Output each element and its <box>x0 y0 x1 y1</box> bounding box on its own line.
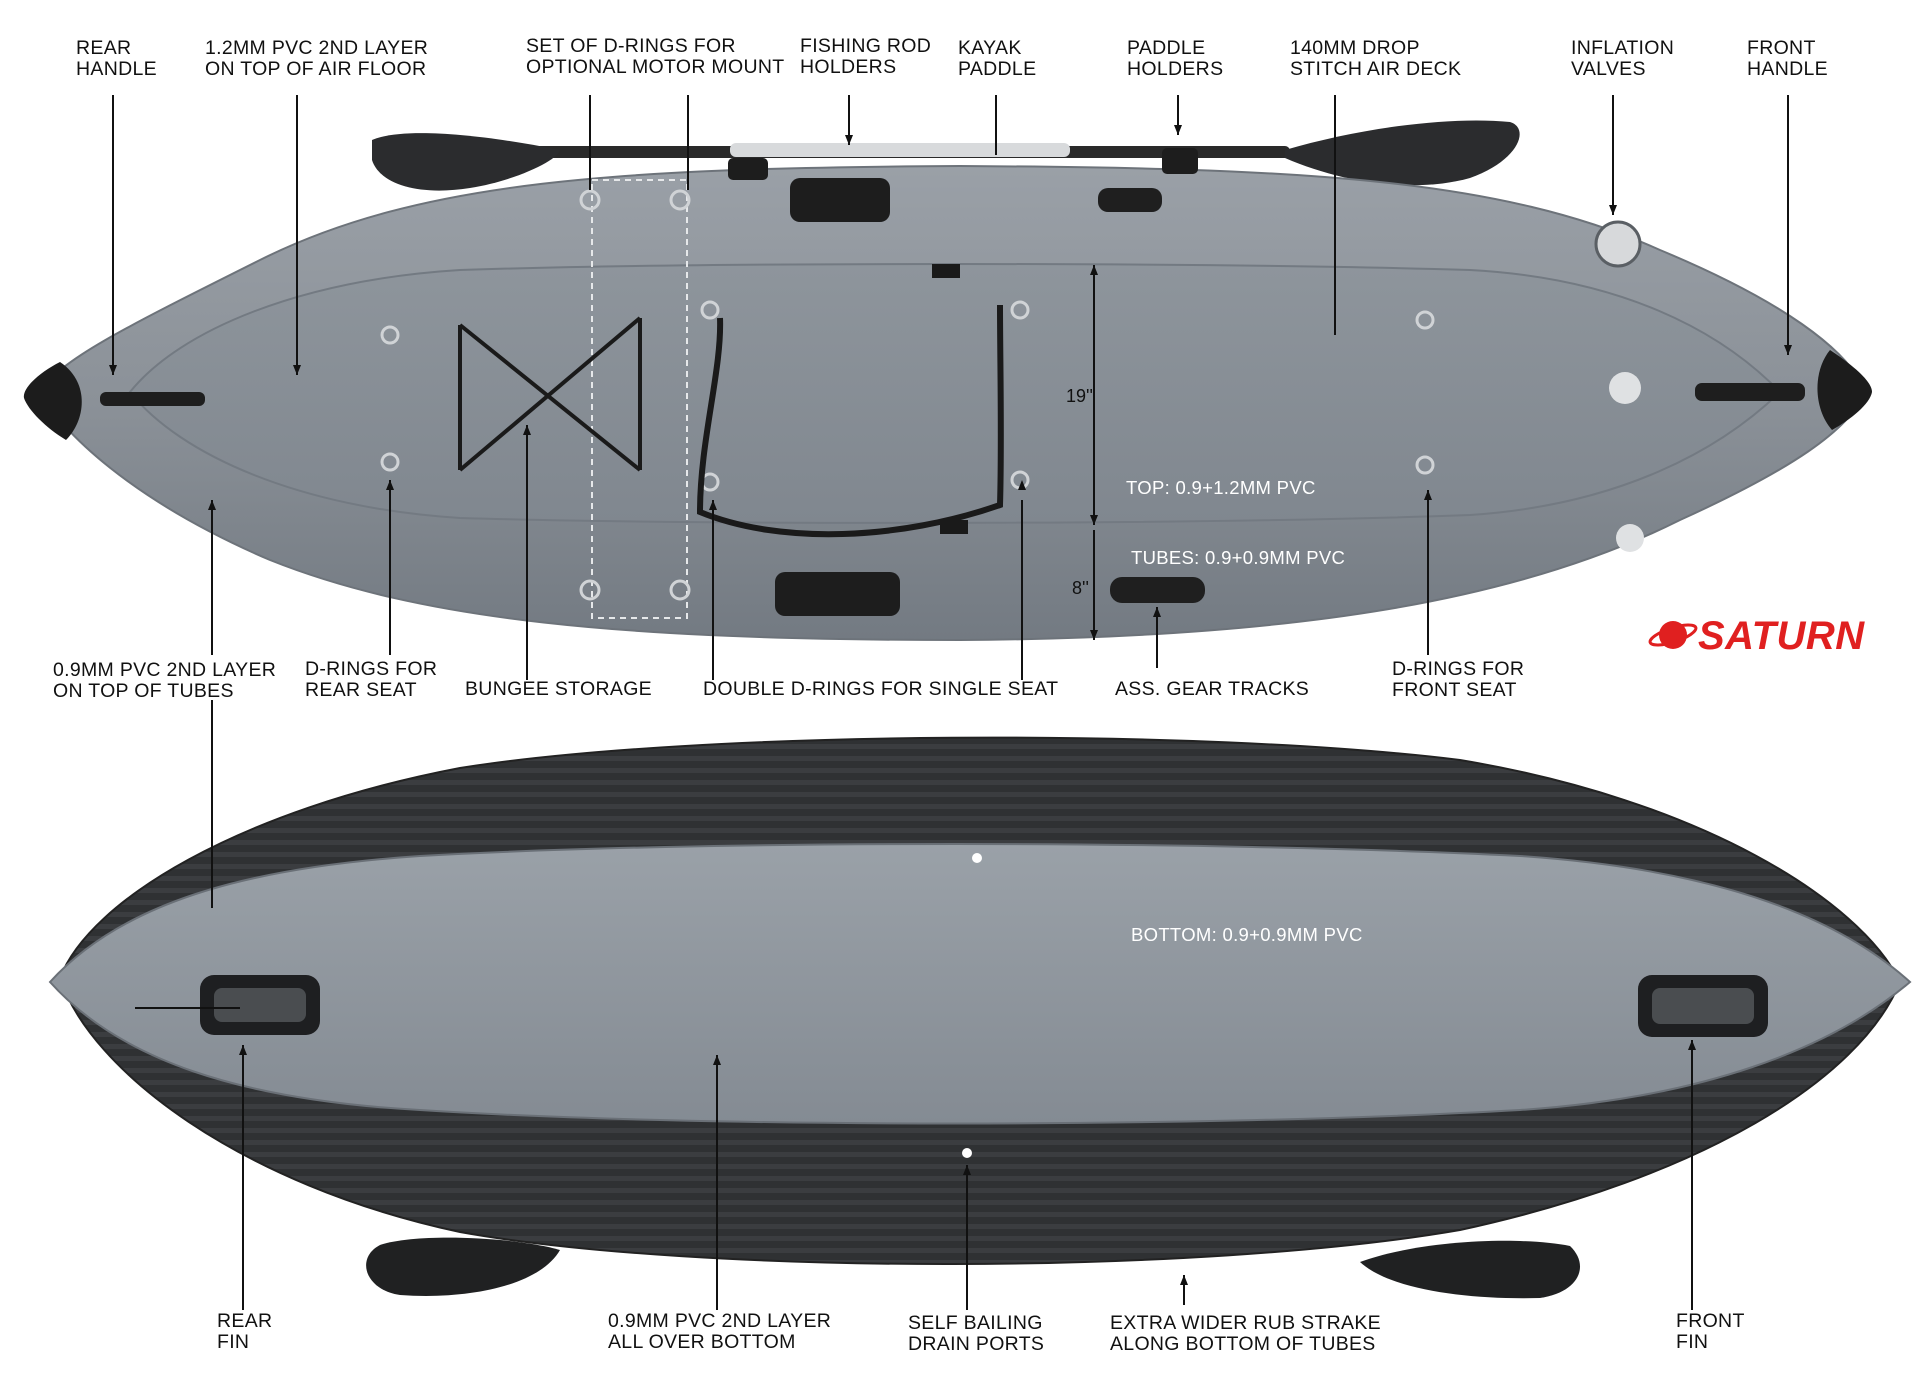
callout-line: ASS. GEAR TRACKS <box>1115 678 1310 700</box>
inflation-valve-icon-2 <box>1609 372 1641 404</box>
callout-line: 140MM DROP <box>1290 37 1420 59</box>
callout-rear-handle: REAR HANDLE <box>76 38 157 80</box>
drain-port-icon-2 <box>962 1148 972 1158</box>
callout-line: REAR SEAT <box>305 679 417 701</box>
callout-gear-tracks: ASS. GEAR TRACKS <box>1115 679 1309 700</box>
callout-line: STITCH AIR DECK <box>1290 58 1462 80</box>
callout-line: EXTRA WIDER RUB STRAKE <box>1110 1312 1381 1334</box>
front-fin <box>1360 1240 1580 1299</box>
front-nose-cone <box>1817 350 1872 430</box>
callout-line: D-RINGS FOR <box>305 658 438 680</box>
callout-line: SELF BAILING <box>908 1312 1043 1334</box>
paddle-holder-icon <box>728 158 768 180</box>
spec-bottom: BOTTOM: 0.9+0.9MM PVC <box>1131 924 1363 945</box>
callout-line: INFLATION <box>1571 37 1675 59</box>
callout-rub-strake: EXTRA WIDER RUB STRAKE ALONG BOTTOM OF T… <box>1110 1313 1381 1355</box>
callout-line: ALL OVER BOTTOM <box>608 1331 796 1353</box>
rear-nose-cone <box>23 362 82 440</box>
top-view-kayak <box>23 120 1872 642</box>
top-deck <box>128 263 1782 524</box>
callout-line: DOUBLE D-RINGS FOR SINGLE SEAT <box>703 678 1059 700</box>
callout-front-fin: FRONT FIN <box>1676 1311 1745 1353</box>
callout-line: HANDLE <box>76 58 157 80</box>
inflation-valve-icon-3 <box>1616 524 1644 552</box>
callout-line: FRONT SEAT <box>1392 679 1517 701</box>
callout-line: 0.9MM PVC 2ND LAYER <box>53 659 277 681</box>
callout-front-handle: FRONT HANDLE <box>1747 38 1828 80</box>
callout-bungee: BUNGEE STORAGE <box>465 679 652 700</box>
callout-line: HOLDERS <box>1127 58 1224 80</box>
callout-rod-holders: FISHING ROD HOLDERS <box>800 36 931 78</box>
spec-top: TOP: 0.9+1.2MM PVC <box>1126 477 1316 498</box>
rod-holder-icon <box>790 178 890 222</box>
callout-line: ON TOP OF TUBES <box>53 680 234 702</box>
callout-rear-seat: D-RINGS FOR REAR SEAT <box>305 659 437 701</box>
brand-logo-text: SATURN <box>1698 614 1865 658</box>
rod-holder-icon-2 <box>775 572 900 616</box>
dimension-tube-height: 8'' <box>1072 578 1089 598</box>
callout-pvc-bottom: 0.9MM PVC 2ND LAYER ALL OVER BOTTOM <box>608 1311 831 1353</box>
inflation-valve-icon <box>1594 220 1642 268</box>
motor-mount-area <box>591 179 688 619</box>
callout-line: HANDLE <box>1747 58 1828 80</box>
callout-line: SET OF D-RINGS FOR <box>526 35 736 57</box>
kayak-paddle <box>372 120 1520 191</box>
callout-motor-mount: SET OF D-RINGS FOR OPTIONAL MOTOR MOUNT <box>526 36 784 78</box>
paddle-holder-icon-2 <box>1162 148 1198 174</box>
callout-line: PADDLE <box>1127 37 1206 59</box>
callout-air-floor: 1.2MM PVC 2ND LAYER ON TOP OF AIR FLOOR <box>205 38 428 80</box>
callout-line: DRAIN PORTS <box>908 1333 1045 1355</box>
callout-paddle-holders: PADDLE HOLDERS <box>1127 38 1223 80</box>
callout-line: OPTIONAL MOTOR MOUNT <box>526 56 785 78</box>
callout-line: HOLDERS <box>800 56 897 78</box>
callout-line: FIN <box>217 1331 250 1353</box>
callout-line: D-RINGS FOR <box>1392 658 1525 680</box>
callout-line: KAYAK <box>958 37 1022 59</box>
callout-drop-stitch: 140MM DROP STITCH AIR DECK <box>1290 38 1461 80</box>
rear-fin <box>366 1237 560 1296</box>
spec-tubes: TUBES: 0.9+0.9MM PVC <box>1131 547 1346 568</box>
callout-pvc-tubes: 0.9MM PVC 2ND LAYER ON TOP OF TUBES <box>53 660 276 702</box>
callout-kayak-paddle: KAYAK PADDLE <box>958 38 1036 80</box>
callout-line: REAR <box>76 37 132 59</box>
callout-line: FISHING ROD <box>800 35 932 57</box>
dimension-deck-height: 19'' <box>1066 386 1093 406</box>
bottom-view-kayak <box>48 736 1912 1299</box>
callout-line: FRONT <box>1676 1310 1745 1332</box>
callout-line: ALONG BOTTOM OF TUBES <box>1110 1333 1376 1355</box>
bungee-storage <box>458 316 642 472</box>
callout-line: 1.2MM PVC 2ND LAYER <box>205 37 429 59</box>
callout-line: FIN <box>1676 1331 1709 1353</box>
drain-port-icon <box>972 853 982 863</box>
callout-front-seat: D-RINGS FOR FRONT SEAT <box>1392 659 1524 701</box>
callout-line: BUNGEE STORAGE <box>465 678 652 700</box>
callout-line: REAR <box>217 1310 273 1332</box>
front-handle-icon <box>1695 383 1805 401</box>
callout-double-drings: DOUBLE D-RINGS FOR SINGLE SEAT <box>703 679 1058 700</box>
seat-strap <box>696 304 1004 538</box>
callout-drain-ports: SELF BAILING DRAIN PORTS <box>908 1313 1044 1355</box>
gear-track-icon <box>1098 188 1162 212</box>
callout-line: FRONT <box>1747 37 1816 59</box>
gear-track-icon-2 <box>1110 577 1205 603</box>
callout-line: 0.9MM PVC 2ND LAYER <box>608 1310 832 1332</box>
callout-inflation-valves: INFLATION VALVES <box>1571 38 1674 80</box>
bottom-hull-floor <box>48 843 1912 1125</box>
callout-line: VALVES <box>1571 58 1646 80</box>
callout-rear-fin: REAR FIN <box>217 1311 272 1353</box>
callout-line: ON TOP OF AIR FLOOR <box>205 58 427 80</box>
rear-handle-icon <box>100 392 205 406</box>
callout-line: PADDLE <box>958 58 1037 80</box>
saturn-logo-icon <box>1648 621 1698 649</box>
